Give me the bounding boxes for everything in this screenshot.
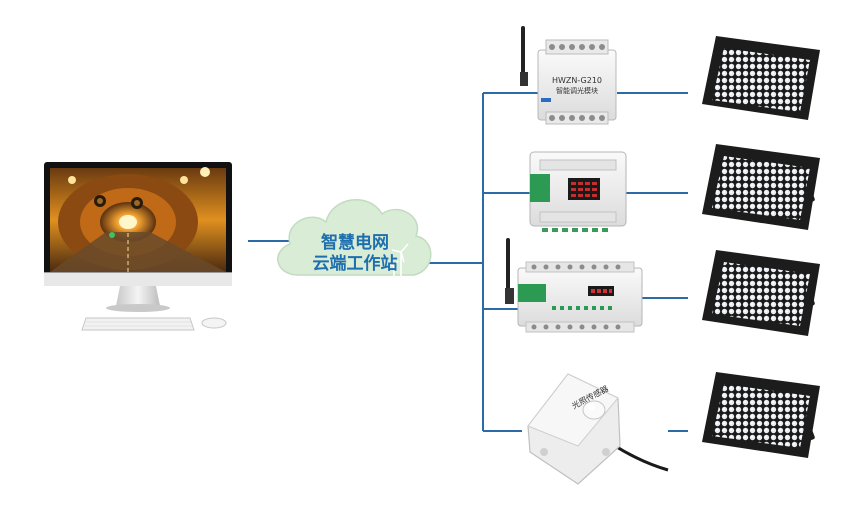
led-lamp-4: [702, 372, 820, 458]
dimmer-name-label: 智能调光模块: [556, 87, 598, 95]
led-lamp-1: [702, 36, 820, 120]
terminal-screws: [549, 44, 605, 121]
green-panel: [530, 174, 550, 202]
keyboard: [81, 317, 195, 331]
monitor-chin: [44, 272, 232, 286]
dimmer-model-label: HWZN-G210: [551, 76, 603, 85]
dimmer-module: [520, 26, 617, 125]
mouse: [201, 317, 227, 329]
cloud-shape: [277, 199, 432, 276]
computer-monitor: [44, 162, 232, 312]
light-sensor: [527, 373, 669, 485]
cloud-title-line-2: 云端工作站: [312, 254, 398, 274]
wind-turbine-icon: [388, 243, 409, 276]
tunnel-image: [50, 167, 226, 272]
sensor-cable: [611, 442, 669, 472]
controller-module: [529, 151, 627, 232]
led-lamp-2: [702, 144, 820, 230]
gateway-module: [505, 238, 643, 333]
led-lamp-3: [702, 250, 820, 336]
cloud-title-line-1: 智慧电网: [321, 233, 389, 253]
green-panel: [518, 284, 546, 302]
monitor-stand: [116, 286, 160, 306]
connector-lines: [248, 92, 688, 432]
